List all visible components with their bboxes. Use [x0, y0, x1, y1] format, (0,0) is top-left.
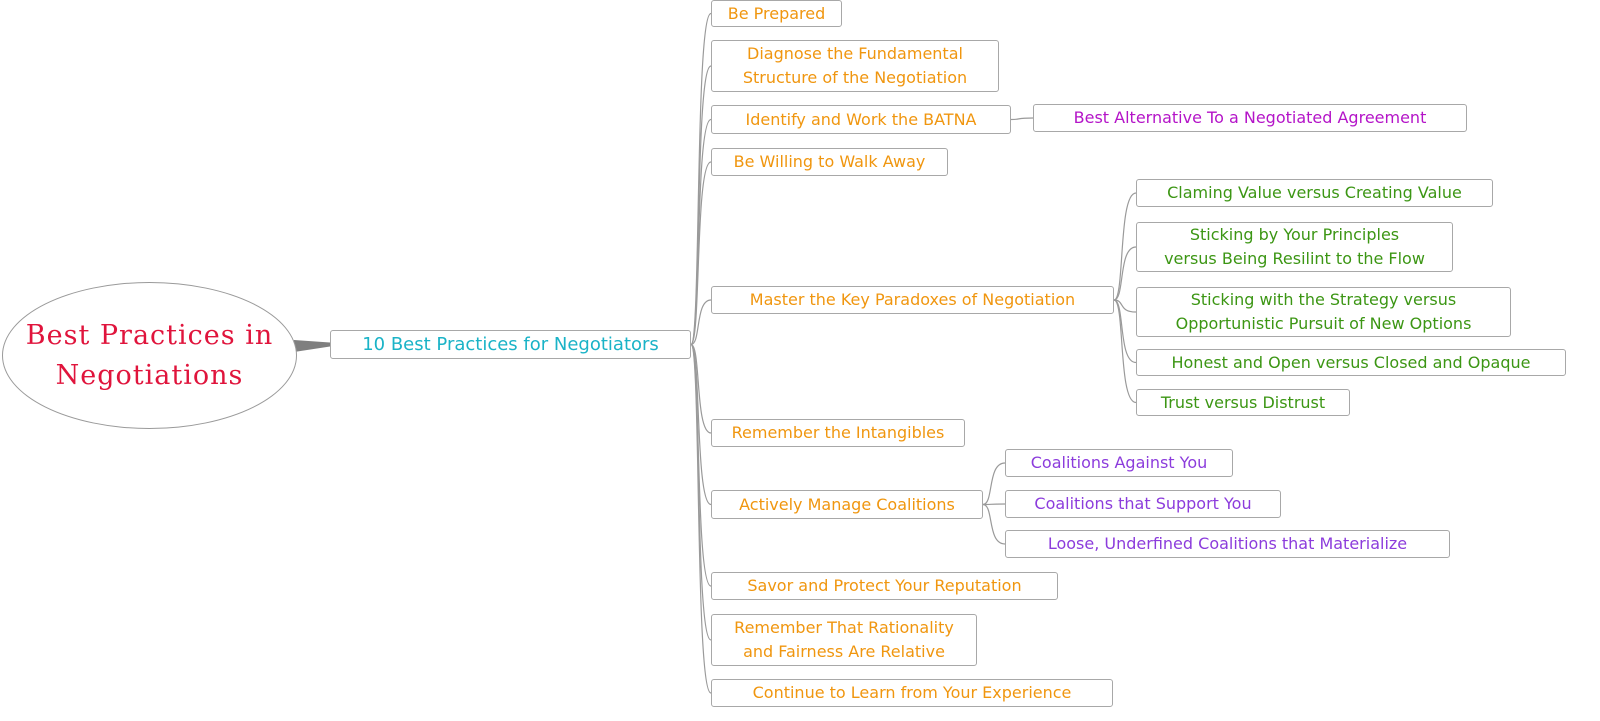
paradox-connector	[1113, 299, 1137, 404]
coalition-against-you[interactable]: Coalitions Against You	[1005, 449, 1233, 477]
practice-batna[interactable]: Identify and Work the BATNA	[711, 105, 1011, 134]
coalition-connector	[982, 503, 1006, 506]
paradox-connector	[1113, 192, 1137, 301]
paradox-honest-opaque[interactable]: Honest and Open versus Closed and Opaque	[1136, 349, 1566, 376]
central-topic[interactable]: 10 Best Practices for Negotiators	[330, 330, 691, 359]
practice-continue-learning[interactable]: Continue to Learn from Your Experience	[711, 679, 1113, 707]
practice-walk-away[interactable]: Be Willing to Walk Away	[711, 148, 948, 176]
practice-rationality-fairness[interactable]: Remember That Rationality and Fairness A…	[711, 614, 977, 666]
practice-label: Actively Manage Coalitions	[739, 494, 955, 514]
root-topic-label: Best Practices in Negotiations	[25, 319, 274, 391]
batna-definition-label: Best Alternative To a Negotiated Agreeme…	[1073, 108, 1427, 127]
practice-label: Master the Key Paradoxes of Negotiation	[749, 290, 1076, 309]
practice-label: Continue to Learn from Your Experience	[752, 683, 1072, 702]
paradox-trust-distrust[interactable]: Trust versus Distrust	[1136, 389, 1350, 416]
paradox-principles-flow[interactable]: Sticking by Your Principles versus Being…	[1136, 222, 1453, 272]
coalition-connector	[982, 503, 1006, 545]
paradox-label: Trust versus Distrust	[1160, 392, 1326, 412]
practice-connector	[690, 343, 712, 694]
root-connector	[294, 340, 330, 352]
practice-diagnose-structure[interactable]: Diagnose the Fundamental Structure of th…	[711, 40, 999, 92]
paradox-label: Sticking with the Strategy versus Opport…	[1175, 290, 1472, 333]
practice-label: Identify and Work the BATNA	[745, 109, 977, 129]
coalition-label: Coalitions that Support You	[1034, 494, 1252, 513]
paradox-label: Sticking by Your Principles versus Being…	[1164, 225, 1425, 268]
central-topic-label: 10 Best Practices for Negotiators	[362, 333, 659, 355]
practice-key-paradoxes[interactable]: Master the Key Paradoxes of Negotiation	[711, 286, 1114, 314]
practice-label: Be Willing to Walk Away	[733, 152, 926, 171]
practice-connector	[690, 299, 712, 346]
paradox-claiming-creating[interactable]: Claming Value versus Creating Value	[1136, 179, 1493, 207]
coalition-support-you[interactable]: Coalitions that Support You	[1005, 490, 1281, 518]
practice-manage-coalitions[interactable]: Actively Manage Coalitions	[711, 490, 983, 519]
batna-connector	[1010, 117, 1034, 121]
practice-be-prepared[interactable]: Be Prepared	[711, 0, 842, 27]
practice-connector	[690, 343, 712, 506]
root-topic[interactable]: Best Practices in Negotiations	[2, 282, 297, 429]
practice-label: Remember That Rationality and Fairness A…	[734, 618, 954, 661]
practice-connector	[690, 161, 712, 346]
coalition-loose-undefined[interactable]: Loose, Underfined Coalitions that Materi…	[1005, 530, 1450, 558]
practice-label: Remember the Intangibles	[731, 423, 945, 442]
practice-connector	[690, 343, 712, 434]
practice-label: Diagnose the Fundamental Structure of th…	[742, 44, 968, 87]
batna-definition[interactable]: Best Alternative To a Negotiated Agreeme…	[1033, 104, 1467, 132]
paradox-label: Claming Value versus Creating Value	[1167, 183, 1462, 202]
practice-intangibles[interactable]: Remember the Intangibles	[711, 419, 965, 447]
practice-reputation[interactable]: Savor and Protect Your Reputation	[711, 572, 1058, 600]
paradox-label: Honest and Open versus Closed and Opaque	[1171, 352, 1531, 372]
paradox-connector	[1113, 246, 1137, 301]
coalition-connector	[982, 462, 1006, 506]
paradox-strategy-opportunism[interactable]: Sticking with the Strategy versus Opport…	[1136, 287, 1511, 337]
practice-label: Be Prepared	[727, 3, 826, 23]
practice-label: Savor and Protect Your Reputation	[747, 576, 1022, 595]
coalition-label: Loose, Underfined Coalitions that Materi…	[1047, 534, 1408, 553]
coalition-label: Coalitions Against You	[1030, 453, 1208, 472]
